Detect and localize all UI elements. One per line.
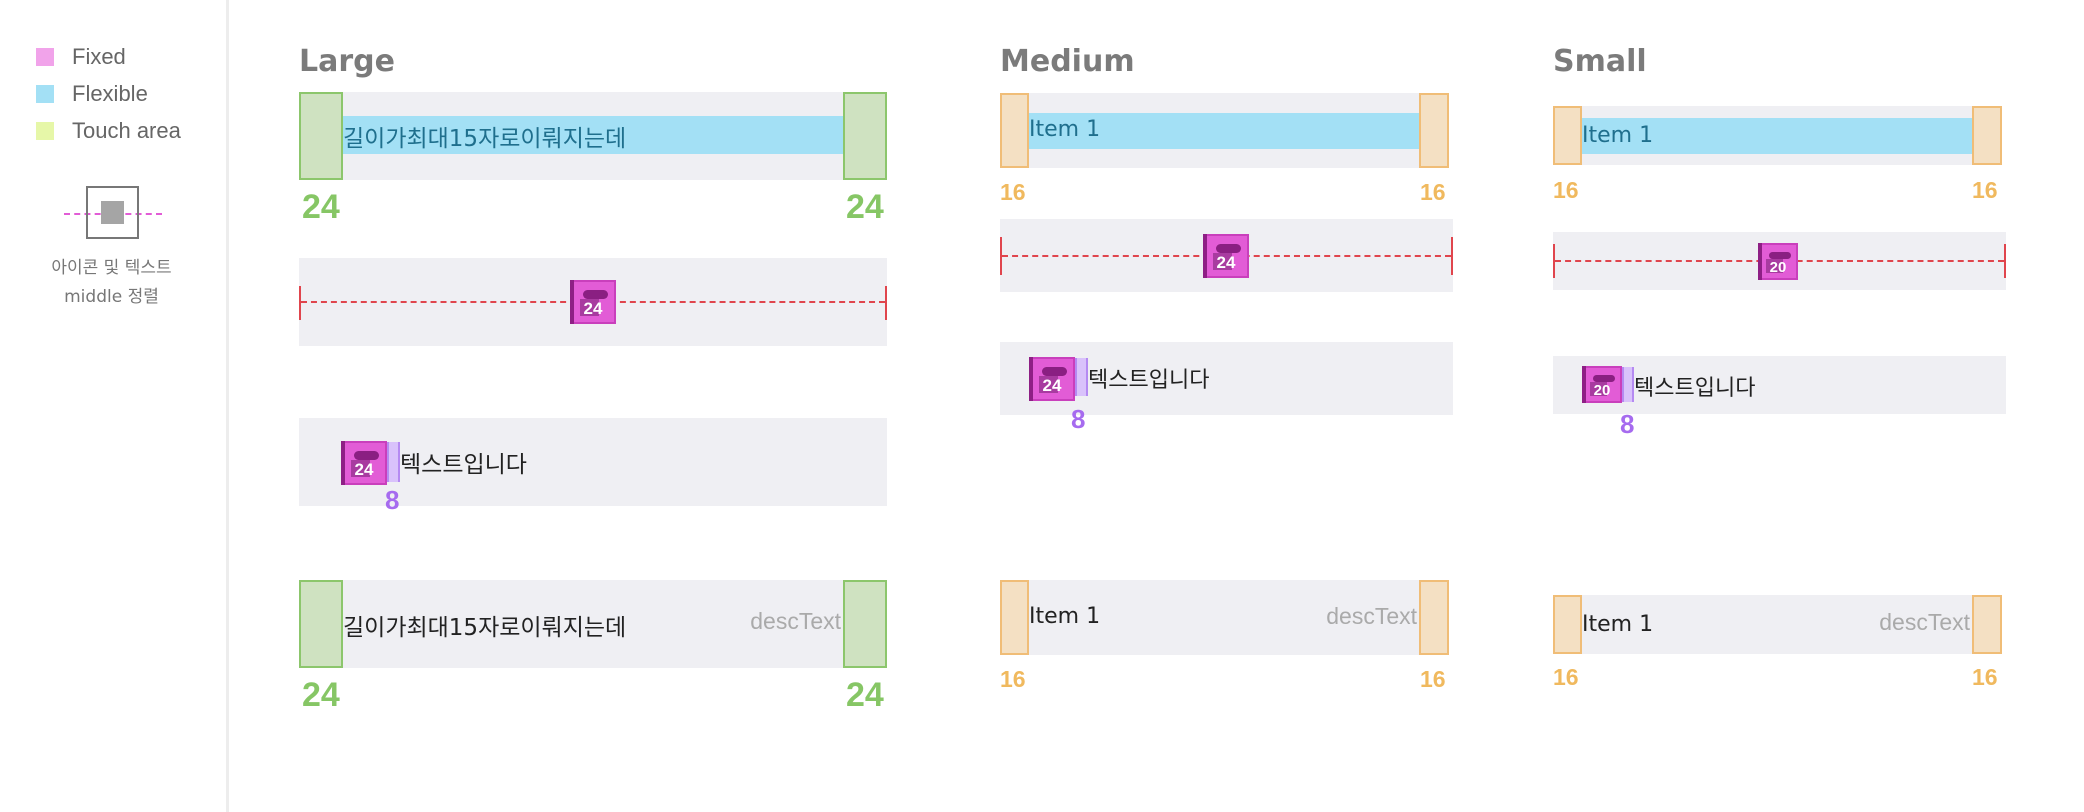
touch-padding-right — [1419, 93, 1449, 168]
medium-icon-text-frame: 24 텍스트입니다 — [1000, 342, 1453, 415]
legend-item-touch-area: Touch area — [36, 118, 181, 144]
large-list-item-frame: 길이가최대15자로이뤄지는데 — [299, 92, 887, 180]
gap-value: 8 — [1620, 409, 1635, 439]
guide-tick-right — [885, 286, 887, 320]
padding-value: 16 — [1000, 666, 1026, 692]
touch-padding-left — [1553, 595, 1582, 654]
icon-20: 20 — [1582, 366, 1622, 403]
icon-size-label: 24 — [583, 299, 603, 319]
small-icon-only-frame: 20 — [1553, 232, 2006, 290]
touch-padding-right — [843, 580, 887, 668]
item-text: Item 1 — [1582, 123, 1654, 148]
touch-padding-right — [1972, 106, 2002, 165]
item-text: 텍스트입니다 — [1634, 376, 1756, 401]
desc-text: descText — [1879, 609, 1970, 635]
touch-padding-left — [1000, 93, 1029, 168]
icon-size-label: 24 — [1216, 253, 1236, 273]
padding-value: 16 — [1972, 664, 1998, 690]
gap-value: 8 — [385, 485, 400, 515]
touch-padding-right — [843, 92, 887, 180]
touch-area-swatch — [36, 122, 54, 140]
icon-24: 24 — [1203, 234, 1249, 278]
padding-value: 24 — [302, 188, 340, 226]
icon-text-gap — [387, 442, 400, 482]
touch-padding-right — [1419, 580, 1449, 655]
padding-value: 24 — [846, 676, 884, 714]
large-list-item-desc-frame: 길이가최대15자로이뤄지는데 descText — [299, 580, 887, 668]
legend-item-fixed: Fixed — [36, 44, 126, 70]
icon-text-gap — [1075, 358, 1088, 396]
padding-value: 16 — [1000, 179, 1026, 205]
legend-label: Flexible — [72, 81, 148, 106]
item-text: 길이가최대15자로이뤄지는데 — [343, 126, 627, 152]
flexible-area — [1582, 118, 1972, 154]
padding-value: 16 — [1553, 664, 1579, 690]
legend-label: Fixed — [72, 44, 126, 69]
middle-align-icon — [86, 186, 139, 239]
desc-text: descText — [750, 608, 841, 634]
column-title-large: Large — [299, 44, 395, 79]
small-icon-text-frame: 20 텍스트입니다 — [1553, 356, 2006, 414]
item-text: Item 1 — [1029, 604, 1101, 629]
flexible-area — [343, 116, 843, 154]
small-list-item-frame: Item 1 — [1553, 106, 2002, 165]
legend-note-line: 아이콘 및 텍스트 — [51, 258, 172, 278]
small-list-item-desc-frame: Item 1 descText — [1553, 595, 2002, 654]
desc-text: descText — [1326, 603, 1417, 629]
icon-24: 24 — [1029, 357, 1075, 401]
large-icon-text-frame: 24 텍스트입니다 — [299, 418, 887, 506]
padding-value: 16 — [1972, 177, 1998, 203]
touch-padding-left — [299, 92, 343, 180]
guide-tick-right — [1451, 237, 1453, 275]
padding-value: 24 — [846, 188, 884, 226]
gap-value: 8 — [1071, 404, 1086, 434]
item-text: Item 1 — [1582, 612, 1654, 637]
padding-value: 16 — [1553, 177, 1579, 203]
touch-padding-right — [1972, 595, 2002, 654]
legend-panel: Fixed Flexible Touch area 아이콘 및 텍스트 midd… — [0, 0, 229, 812]
guide-tick-left — [1000, 237, 1002, 275]
icon-text-gap — [1622, 367, 1634, 402]
flexible-area — [1029, 113, 1419, 149]
item-text: 길이가최대15자로이뤄지는데 — [343, 615, 627, 641]
medium-icon-only-frame: 24 — [1000, 219, 1453, 292]
padding-value: 16 — [1420, 179, 1446, 205]
fixed-swatch — [36, 48, 54, 66]
icon-24: 24 — [570, 280, 616, 324]
touch-padding-left — [299, 580, 343, 668]
large-icon-only-frame: 24 — [299, 258, 887, 346]
touch-padding-left — [1000, 580, 1029, 655]
guide-tick-left — [1553, 244, 1555, 278]
icon-size-label: 20 — [1593, 382, 1611, 400]
icon-24: 24 — [341, 441, 387, 485]
medium-list-item-desc-frame: Item 1 descText — [1000, 580, 1449, 655]
legend-label: Touch area — [72, 118, 181, 143]
icon-size-label: 24 — [354, 460, 374, 480]
touch-padding-left — [1553, 106, 1582, 165]
column-title-medium: Medium — [1000, 44, 1135, 79]
padding-value: 16 — [1420, 666, 1446, 692]
icon-20: 20 — [1758, 243, 1798, 280]
guide-tick-right — [2004, 244, 2006, 278]
medium-list-item-frame: Item 1 — [1000, 93, 1449, 168]
legend-note-line: middle 정렬 — [64, 287, 159, 307]
flexible-swatch — [36, 85, 54, 103]
icon-size-label: 24 — [1042, 376, 1062, 396]
padding-value: 24 — [302, 676, 340, 714]
icon-placeholder — [101, 201, 124, 224]
icon-size-label: 20 — [1769, 259, 1787, 277]
item-text: 텍스트입니다 — [400, 452, 527, 478]
legend-item-flexible: Flexible — [36, 81, 148, 107]
item-text: Item 1 — [1029, 117, 1101, 142]
column-title-small: Small — [1553, 44, 1647, 79]
legend-note: 아이콘 및 텍스트 middle 정렬 — [30, 254, 193, 312]
item-text: 텍스트입니다 — [1088, 368, 1210, 393]
guide-tick-left — [299, 286, 301, 320]
